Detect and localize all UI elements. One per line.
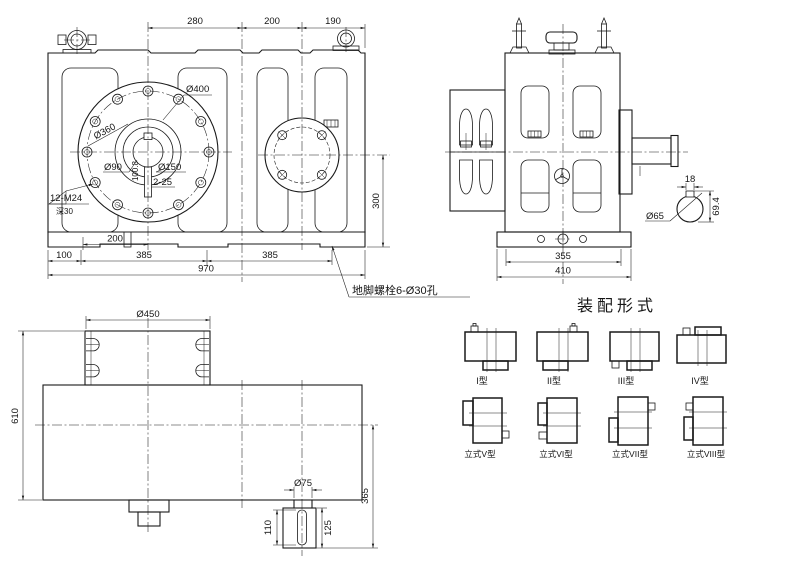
assembly-type-5: 立式V型 (462, 397, 510, 459)
plan-flange-block (84, 330, 211, 386)
type-label-2: II型 (547, 376, 561, 386)
front-top-dims: 280 200 190 (148, 16, 366, 48)
dim-610: 610 (10, 408, 21, 424)
label-100-8: 100.8 (131, 160, 140, 181)
dim-385-right: 385 (262, 250, 278, 261)
assembly-type-3: III型 (609, 328, 660, 386)
sight-glass-screw (579, 130, 594, 138)
label-d400: Ø400 (186, 84, 209, 95)
type-label-5: 立式V型 (464, 449, 496, 459)
vent-fitting (323, 119, 339, 128)
base-mount-holes (537, 231, 587, 247)
side-windows (520, 85, 602, 213)
label-depth-30: 深30 (56, 207, 73, 216)
top-stud-right (594, 16, 615, 54)
label-d150: Ø150 (158, 162, 181, 173)
plan-centerlines (35, 318, 378, 556)
dim-200-top: 200 (264, 16, 280, 27)
dim-970: 970 (198, 264, 214, 275)
plan-body (42, 384, 363, 501)
plan-input-shaft (282, 499, 317, 549)
dim-d75: Ø75 (294, 478, 312, 489)
dim-410: 410 (555, 266, 571, 277)
dim-18: 18 (685, 174, 696, 185)
housing-outline (47, 49, 366, 233)
type-label-3: III型 (618, 376, 635, 386)
type-label-8: 立式VIII型 (687, 449, 726, 459)
side-view: 355 410 Ø65 18 69.4 (445, 16, 722, 284)
side-body (504, 52, 621, 233)
flange-clamp-slots (459, 108, 493, 195)
flange-studs (86, 338, 209, 378)
side-base (496, 231, 632, 248)
assembly-type-8: 立式VIII型 (683, 396, 727, 459)
assembly-configurations: 装配形式 I型 II型 III型 IV型 (462, 297, 727, 459)
base-outline (47, 231, 366, 248)
drain-boss (123, 231, 132, 248)
assembly-type-4: IV型 (676, 326, 727, 386)
dim-280: 280 (187, 16, 203, 27)
dim-300: 300 (371, 193, 382, 209)
dim-365: 365 (360, 488, 371, 504)
assembly-type-6: 立式VI型 (537, 397, 581, 459)
breather-cap (545, 31, 578, 55)
oil-plug-trefoil (554, 168, 570, 184)
assembly-title: 装配形式 (577, 297, 657, 315)
anchor-bolt-callout: 地脚螺栓6-Ø30孔 (331, 245, 470, 298)
label-12-m24: 12-M24 (50, 193, 82, 204)
assembly-type-2: II型 (536, 323, 589, 386)
plan-output-shaft (128, 499, 170, 527)
lifting-eye-left (57, 27, 97, 55)
dim-200-base: 200 (107, 234, 123, 245)
sight-glass-screw (527, 130, 542, 138)
dim-355: 355 (555, 251, 571, 262)
shaft-keyway-detail: Ø65 18 69.4 (645, 174, 722, 223)
assembly-type-1: I型 (464, 323, 517, 386)
label-d90: Ø90 (104, 162, 122, 173)
front-view: 280 200 190 Ø400 Ø360 Ø90 Ø150 2-25 100.… (47, 16, 470, 298)
type-label-7: 立式VII型 (612, 449, 648, 459)
lifting-eye-right (332, 27, 360, 52)
cover-bolts (277, 130, 327, 180)
top-stud-left (509, 16, 530, 54)
dim-190: 190 (325, 16, 341, 27)
plan-view: Ø450 610 Ø75 110 125 365 (10, 309, 378, 556)
type-label-4: IV型 (691, 376, 709, 386)
type-label-6: 立式VI型 (539, 449, 573, 459)
label-keyway-2-25: 2-25 (153, 177, 172, 188)
dim-110: 110 (263, 520, 274, 535)
label-d65: Ø65 (646, 211, 664, 222)
type-label-1: I型 (476, 376, 488, 386)
front-centerlines (70, 22, 390, 282)
dim-125: 125 (323, 520, 334, 536)
front-bottom-dims: 200 100 385 385 970 300 (47, 155, 390, 279)
assembly-type-7: 立式VII型 (608, 396, 656, 459)
dim-69-4: 69.4 (711, 197, 722, 216)
plan-dims: Ø450 610 Ø75 110 125 365 (10, 309, 378, 549)
dim-385-left: 385 (136, 250, 152, 261)
anchor-bolt-note: 地脚螺栓6-Ø30孔 (352, 283, 438, 297)
flange-housing-side (449, 89, 506, 212)
dim-100: 100 (56, 250, 72, 261)
dim-d450: Ø450 (136, 309, 159, 320)
side-dims: 355 410 (496, 249, 632, 281)
